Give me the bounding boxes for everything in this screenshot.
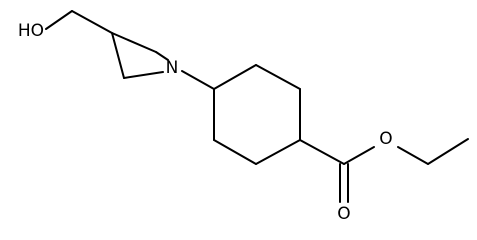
bond-ring-carbonyl-c <box>299 139 345 165</box>
ester-oxygen-label: O <box>379 129 392 149</box>
bond-azetidine-c2-n <box>155 51 169 61</box>
bond-azetidine-c3-c2 <box>111 32 157 53</box>
hydroxyl-label: HO <box>18 21 44 41</box>
bond-o-ch2 <box>45 10 73 30</box>
bond-n-cyclohexyl <box>181 70 215 90</box>
bond-carbonyl-c-ester-o <box>343 146 375 165</box>
bond-azetidine-c4-c3 <box>111 32 125 79</box>
bond-cyclohexane-4 <box>255 139 301 165</box>
bond-cyclohexane-2 <box>255 64 301 90</box>
carbonyl-oxygen-label: O <box>337 204 350 224</box>
bond-azetidine-n-c4 <box>123 71 164 79</box>
bond-cyclohexane-1 <box>213 64 257 90</box>
nitrogen-label: N <box>166 58 179 78</box>
bond-ethyl-ch2-ch3 <box>427 138 469 165</box>
chemical-structure: HO N O O <box>18 10 469 224</box>
bond-ch2-azetidine-c3 <box>71 10 113 34</box>
bond-ester-o-ch2 <box>397 146 429 165</box>
bond-cyclohexane-5 <box>213 139 257 165</box>
